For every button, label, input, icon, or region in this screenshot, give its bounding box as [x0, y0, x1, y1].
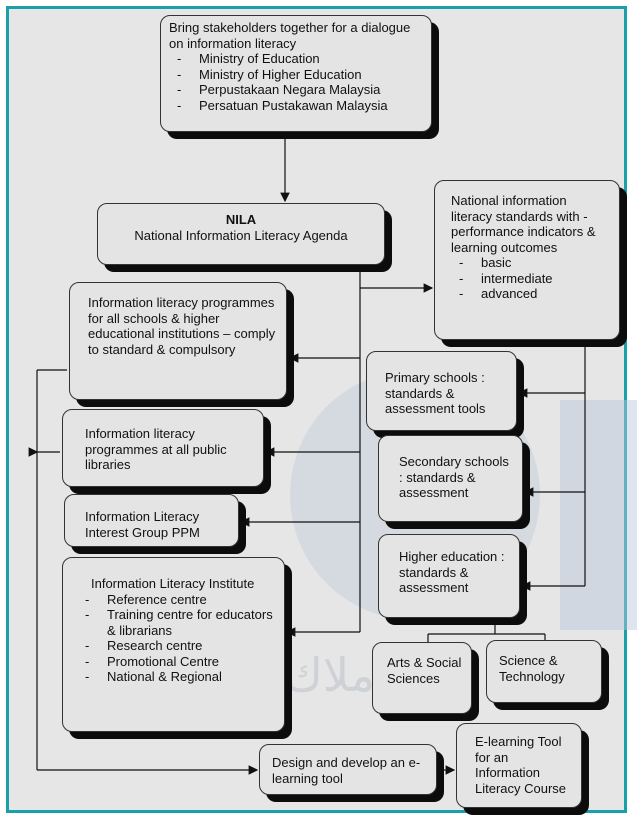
elearning-text: E-learning Tool for an Information Liter… — [475, 734, 567, 796]
nila-box: NILA National Information Literacy Agend… — [97, 203, 385, 265]
science-text: Science & Technology — [499, 653, 565, 684]
watermark-letter — [560, 400, 637, 630]
standards-box: National information literacy standards … — [434, 180, 620, 340]
standard-level: advanced — [451, 286, 611, 302]
stakeholder-item: Perpustakaan Negara Malaysia — [169, 82, 423, 98]
elearning-box: E-learning Tool for an Information Liter… — [456, 723, 582, 808]
programmes-libraries-text: Information literacy programmes at all p… — [85, 426, 227, 472]
programmes-schools-box: Information literacy programmes for all … — [69, 282, 287, 400]
watermark-script: ﻣﻼك — [285, 648, 376, 702]
institute-item: Reference centre — [77, 592, 276, 608]
institute-item: Training centre for educators & libraria… — [77, 607, 276, 638]
secondary-schools-box: Secondary schools : standards & assessme… — [378, 435, 523, 522]
nila-title: NILA — [225, 212, 257, 227]
programmes-schools-text: Information literacy programmes for all … — [88, 295, 276, 357]
arts-box: Arts & Social Sciences — [372, 642, 472, 714]
standard-level: basic — [451, 255, 611, 271]
secondary-schools-text: Secondary schools : standards & assessme… — [399, 454, 509, 500]
design-text: Design and develop an e-learning tool — [272, 755, 421, 786]
institute-box: Information Literacy Institute Reference… — [62, 557, 285, 732]
design-box: Design and develop an e-learning tool — [259, 744, 437, 795]
stakeholders-box: Bring stakeholders together for a dialog… — [160, 15, 432, 132]
nila-subtitle: National Information Literacy Agenda — [134, 227, 348, 243]
standard-level: intermediate — [451, 271, 611, 287]
programmes-libraries-box: Information literacy programmes at all p… — [62, 409, 264, 487]
higher-education-text: Higher education : standards & assessmen… — [399, 549, 505, 595]
institute-item: Research centre — [77, 638, 276, 654]
institute-item: National & Regional — [77, 669, 276, 685]
institute-title: Information Literacy Institute — [91, 576, 255, 591]
stakeholder-item: Ministry of Higher Education — [169, 67, 423, 83]
primary-schools-text: Primary schools : standards & assessment… — [385, 370, 486, 416]
primary-schools-box: Primary schools : standards & assessment… — [366, 351, 517, 431]
stakeholders-text: Bring stakeholders together for a dialog… — [169, 20, 411, 51]
standards-text: National information literacy standards … — [451, 193, 596, 255]
arts-text: Arts & Social Sciences — [387, 655, 462, 686]
stakeholder-item: Ministry of Education — [169, 51, 423, 67]
higher-education-box: Higher education : standards & assessmen… — [378, 534, 520, 618]
stakeholder-item: Persatuan Pustakawan Malaysia — [169, 98, 423, 114]
interest-group-text: Information Literacy Interest Group PPM — [85, 509, 200, 540]
institute-item: Promotional Centre — [77, 654, 276, 670]
science-box: Science & Technology — [486, 640, 602, 703]
interest-group-box: Information Literacy Interest Group PPM — [64, 494, 239, 547]
